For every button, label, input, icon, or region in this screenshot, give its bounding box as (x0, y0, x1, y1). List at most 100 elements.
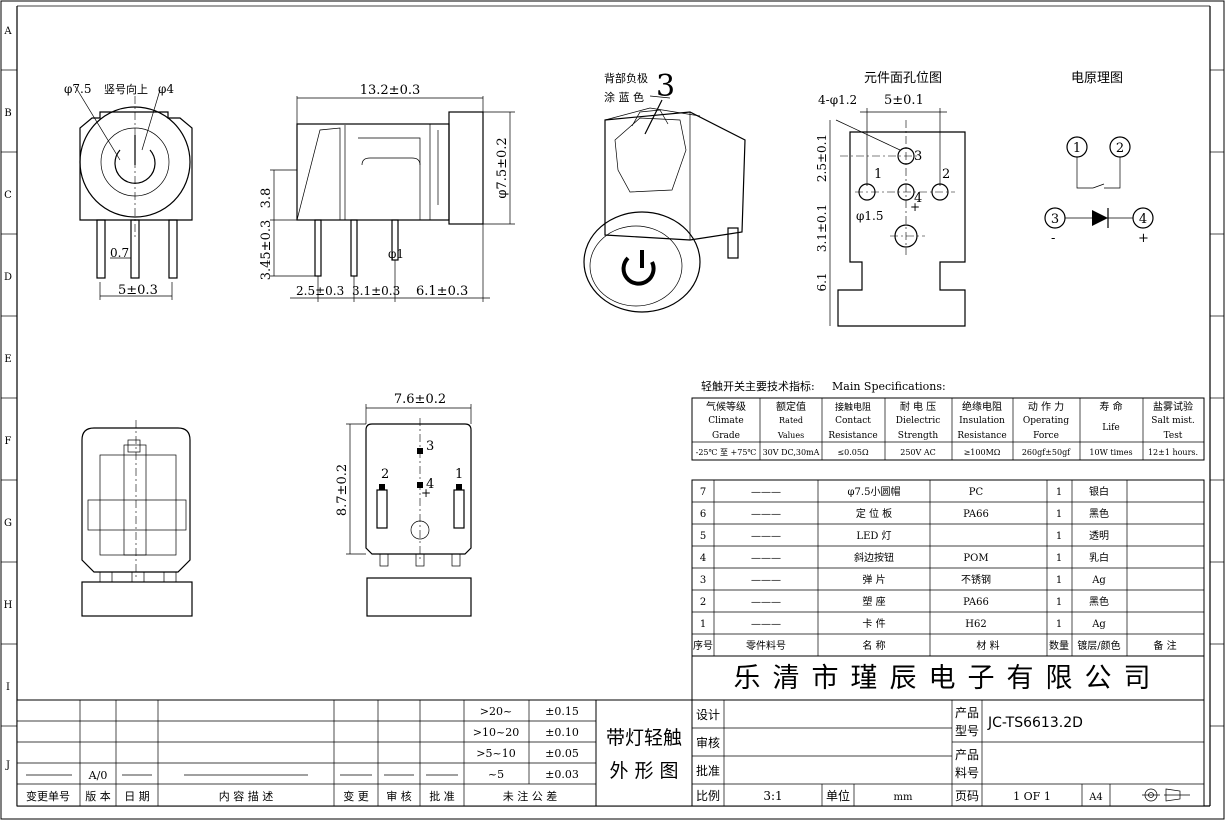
bom-table: 7 ——— φ7.5小圆帽 PC 1 银白 6 ——— 定 位 板 PA66 1… (691, 479, 1205, 657)
spec-head: Force (1033, 431, 1059, 441)
iso-callout: 3 (656, 69, 675, 104)
bom-part-no: ——— (751, 487, 781, 498)
bom-header: 序号 (693, 639, 713, 652)
tb-design-label: 设计 (696, 708, 720, 722)
spec-value: 260gf±50gf (1022, 448, 1071, 457)
schematic-view: 电原理图 1 2 3 4 - + (1044, 71, 1154, 246)
hole-title: 元件面孔位图 (864, 71, 942, 86)
tb-no-label-2: 料号 (955, 766, 979, 780)
bom-qty: 1 (1056, 575, 1062, 586)
tol-range: >20~ (480, 705, 512, 718)
spec-head: Life (1102, 423, 1120, 433)
spec-head: Climate (708, 416, 744, 426)
spec-head: 寿 命 (1099, 400, 1122, 413)
bottom-height: 8.7±0.2 (335, 464, 350, 516)
bom-qty: 1 (1056, 553, 1062, 564)
rev-header: 批 准 (429, 789, 455, 803)
hole-led-dia: φ1.5 (856, 209, 884, 223)
bom-row: 6 ——— 定 位 板 PA66 1 黑色 (700, 507, 1109, 520)
specs-title-en: Main Specifications: (832, 380, 946, 393)
bottom-width: 7.6±0.2 (394, 392, 446, 407)
schematic-n4: 4 (1139, 212, 1147, 227)
bom-row: 5 ——— LED 灯 1 透明 (700, 530, 1109, 542)
product-title-line2: 外 形 图 (609, 760, 678, 782)
row-letter: D (4, 272, 12, 283)
spec-head: 动 作 力 (1028, 400, 1064, 413)
bom-part-no: ——— (751, 553, 781, 564)
spec-head: Resistance (828, 431, 877, 441)
bom-no: 3 (700, 575, 706, 586)
bom-material: 不锈钢 (961, 573, 991, 586)
bom-qty: 1 (1056, 487, 1062, 498)
hole-pin3: 3 (914, 149, 922, 164)
spec-head: 接触电阻 (835, 401, 871, 413)
spec-head: Test (1164, 431, 1183, 441)
company-block: 乐清市瑾辰电子有限公司 (691, 655, 1205, 701)
spec-value: -25℃ 至 +75℃ (696, 448, 757, 457)
spec-head: Contact (835, 416, 871, 426)
side-d3: 6.1±0.3 (416, 284, 468, 299)
front-view: φ7.5 竖号向上 φ4 0.7 5±0.3 (64, 82, 193, 300)
side-diameter: φ7.5±0.2 (495, 137, 510, 198)
bom-name: 卡 件 (862, 617, 885, 630)
spec-value: 30V DC,30mA (763, 448, 820, 457)
schematic-n1: 1 (1073, 141, 1081, 156)
rev-header: 内 容 描 述 (219, 789, 274, 803)
tb-type-label-2: 型号 (955, 724, 979, 738)
spec-value: 10W times (1089, 448, 1132, 457)
bom-name: 定 位 板 (856, 507, 892, 520)
tol-range: >5~10 (476, 747, 515, 760)
tb-type-label-1: 产品 (955, 706, 979, 720)
tb-check-label: 审核 (696, 735, 720, 750)
hole-pin2: 2 (942, 167, 950, 182)
hole-plus: + (910, 200, 920, 214)
bom-material: PC (969, 487, 984, 498)
rev-header: 日 期 (124, 790, 150, 803)
bom-row: 7 ——— φ7.5小圆帽 PC 1 银白 (700, 485, 1109, 498)
front-dia-right: φ4 (158, 82, 174, 96)
bom-name: 斜边按钮 (854, 551, 894, 564)
schematic-n2: 2 (1116, 141, 1124, 156)
spec-value: ≤0.05Ω (837, 448, 869, 457)
bom-material: H62 (965, 619, 986, 630)
hole-count: 4-φ1.2 (818, 93, 857, 107)
tb-product-type: JC-TS6613.2D (987, 715, 1083, 731)
bottom-p1: 1 (455, 467, 463, 482)
spec-value: 250V AC (900, 448, 936, 457)
tol-range: ~5 (488, 768, 504, 781)
row-letter: I (6, 682, 10, 693)
spec-head: 绝缘电阻 (962, 400, 1002, 413)
tb-scale: 3:1 (763, 789, 782, 803)
row-letter: E (4, 354, 11, 365)
hole-v3: 6.1 (815, 272, 829, 291)
bom-material: PA66 (963, 509, 989, 520)
tol-range: >10~20 (473, 726, 519, 739)
spec-head: 气候等级 (706, 400, 746, 413)
iso-note-line1: 背部负极 (604, 71, 648, 85)
hole-v1: 2.5±0.1 (815, 134, 829, 182)
side-length: 13.2±0.3 (360, 83, 421, 98)
bom-name: φ7.5小圆帽 (848, 485, 901, 498)
spec-head: Strength (898, 431, 939, 441)
isometric-view: 背部负极 涂 蓝 色 3 (583, 69, 746, 313)
bom-header: 备 注 (1153, 639, 1176, 652)
spec-head: Values (777, 431, 804, 440)
hole-pin4: 4 (914, 191, 922, 206)
row-zone-markers: A B C D E F G H I J (1, 26, 1224, 771)
title-block: 设计 审核 批准 比例 3:1 单位 mm 页码 1 OF 1 A4 产品 型号… (691, 699, 1205, 807)
spec-head: Grade (712, 431, 740, 441)
bom-header-row: 序号 零件料号 名 称 材 料 数量 镀层/颜色 备 注 (693, 639, 1177, 652)
spec-head: Insulation (959, 416, 1005, 426)
row-letter: G (4, 518, 12, 529)
bom-part-no: ——— (751, 531, 781, 542)
bom-finish: Ag (1091, 575, 1106, 586)
tol-value: ±0.05 (545, 747, 579, 760)
hole-v2: 3.1±0.1 (815, 204, 829, 252)
hole-pin1: 1 (874, 167, 882, 182)
bom-no: 6 (700, 509, 706, 520)
bom-header: 材 料 (976, 639, 999, 652)
bottom-p3: 3 (426, 439, 434, 454)
revision-table: A/0 >20~ ±0.15 >10~20 ±0.10 >5~10 ±0.05 … (16, 699, 597, 807)
side-d1: 2.5±0.3 (296, 284, 344, 298)
